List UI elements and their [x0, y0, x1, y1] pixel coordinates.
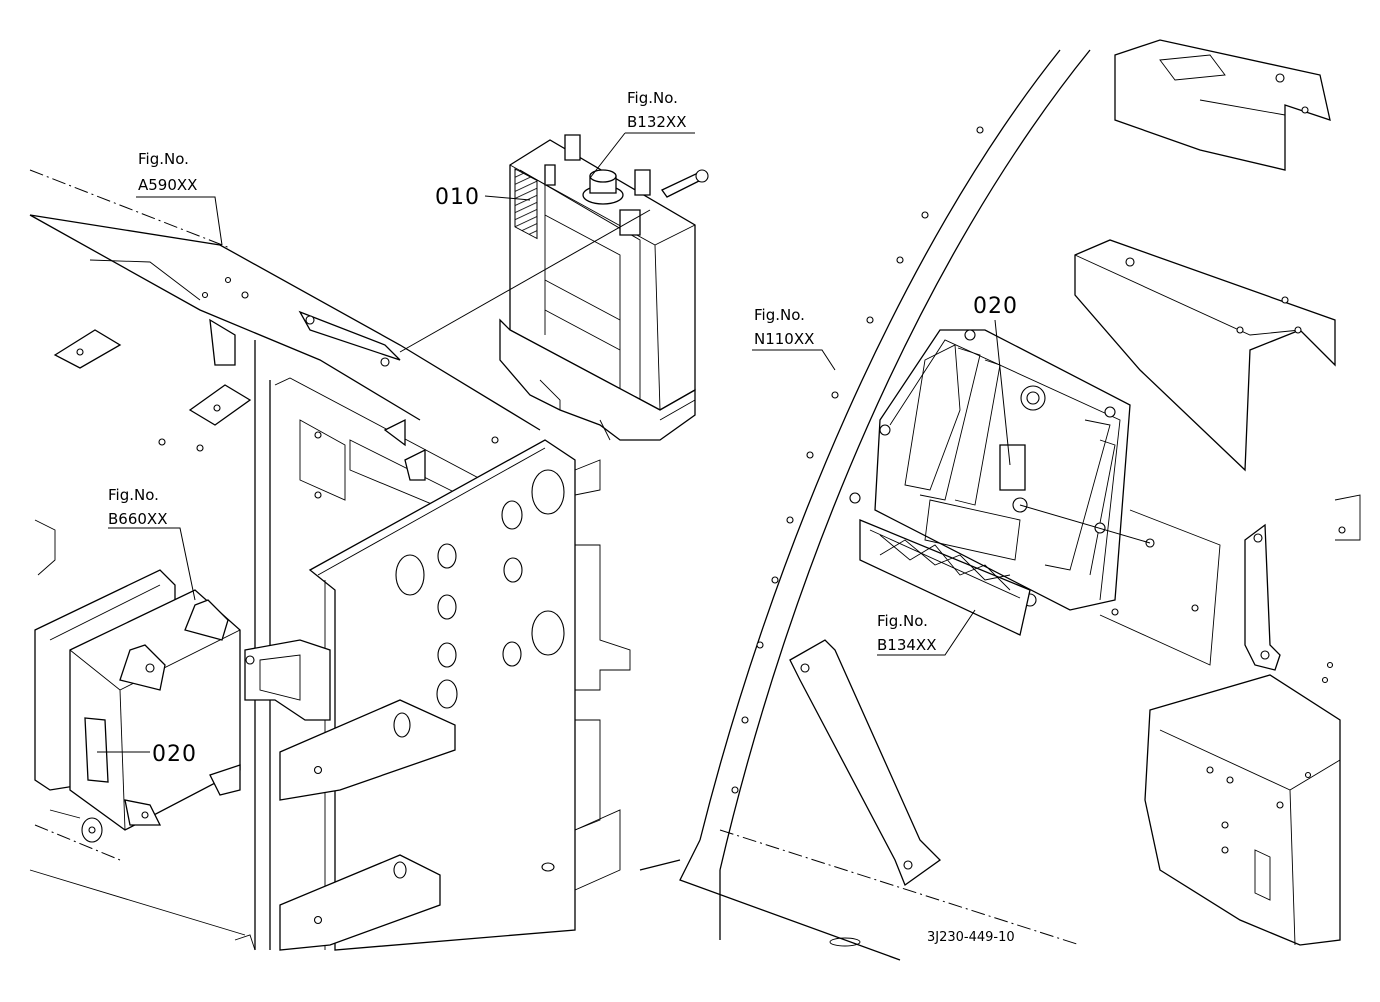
callout-020-box: 020 [152, 742, 197, 767]
fig-prefix: Fig.No. [627, 89, 678, 107]
arc-frame [639, 49, 1091, 961]
drawing-code-box: 3J230-449-10 [829, 930, 1015, 947]
controller-unit-010 [499, 134, 709, 441]
figure-reference-b132: Fig.No. B132XX [627, 89, 686, 131]
figure-reference-b134: Fig.No. B134XX [877, 612, 936, 654]
fig-code: B134XX [877, 636, 936, 654]
figure-reference-b660: Fig.No. B660XX [108, 486, 167, 528]
leader-lines [97, 132, 1151, 753]
fig-code: A590XX [138, 176, 197, 194]
ecu-unit-020 [849, 329, 1221, 666]
fig-code: B132XX [627, 113, 686, 131]
figure-reference-a590: Fig.No. A590XX [138, 150, 197, 194]
fig-prefix: Fig.No. [754, 306, 805, 324]
fig-code: B660XX [108, 510, 167, 528]
fig-prefix: Fig.No. [877, 612, 928, 630]
control-box-020 [29, 519, 246, 936]
figure-reference-n110: Fig.No. N110XX [754, 306, 814, 348]
frame-rail [29, 169, 541, 452]
fig-code: N110XX [754, 330, 814, 348]
drawing-code: 3J230-449-10 [927, 930, 1015, 945]
callout-010: 010 [435, 185, 480, 210]
main-plate [234, 439, 631, 951]
mid-right-bracket [1074, 239, 1336, 472]
lower-right-structure [789, 494, 1361, 946]
callout-020-ecu: 020 [973, 294, 1018, 319]
fig-prefix: Fig.No. [138, 150, 189, 168]
fig-prefix: Fig.No. [108, 486, 159, 504]
top-right-bracket [1114, 39, 1331, 171]
